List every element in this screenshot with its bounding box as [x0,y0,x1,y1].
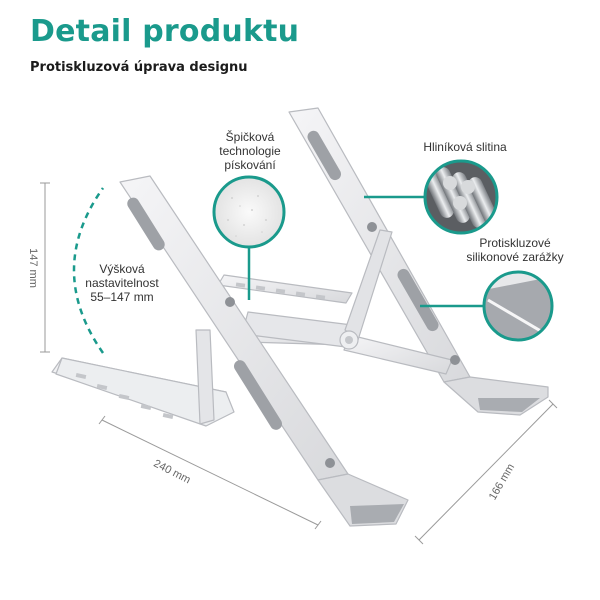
dimension-lines [40,182,558,545]
rear-arm-pad-top [307,130,341,181]
silicone-pad-circle [482,270,554,342]
height-dimension-label: 147 mm [27,248,39,288]
sandblasting-texture-circle [212,175,286,249]
height-arc [72,187,105,354]
aluminium-label: Hliníková slitina [423,140,507,154]
callout-connectors [72,187,484,354]
page-subtitle: Protiskluzová úprava designu [30,60,248,75]
front-support-post [195,329,215,425]
height-adjust-label: Výšková nastavitelnost 55–147 mm [85,262,159,304]
front-base-slots [75,373,174,419]
front-arm-pad-mid [233,360,283,430]
front-arm-pin [225,297,235,307]
back-base-slots [235,282,326,300]
rear-arm-pad-bottom [397,268,439,332]
silicone-stops-label: Protiskluzové silikonové zarážky [466,236,564,264]
back-base-bar [217,274,353,304]
sandblasting-label: Špičková technologie pískování [219,130,281,172]
laptop-stand [51,107,549,527]
page-title: Detail produktu [30,14,300,49]
aluminium-rods-circle [423,159,499,235]
front-arm-pad-top [127,197,165,251]
